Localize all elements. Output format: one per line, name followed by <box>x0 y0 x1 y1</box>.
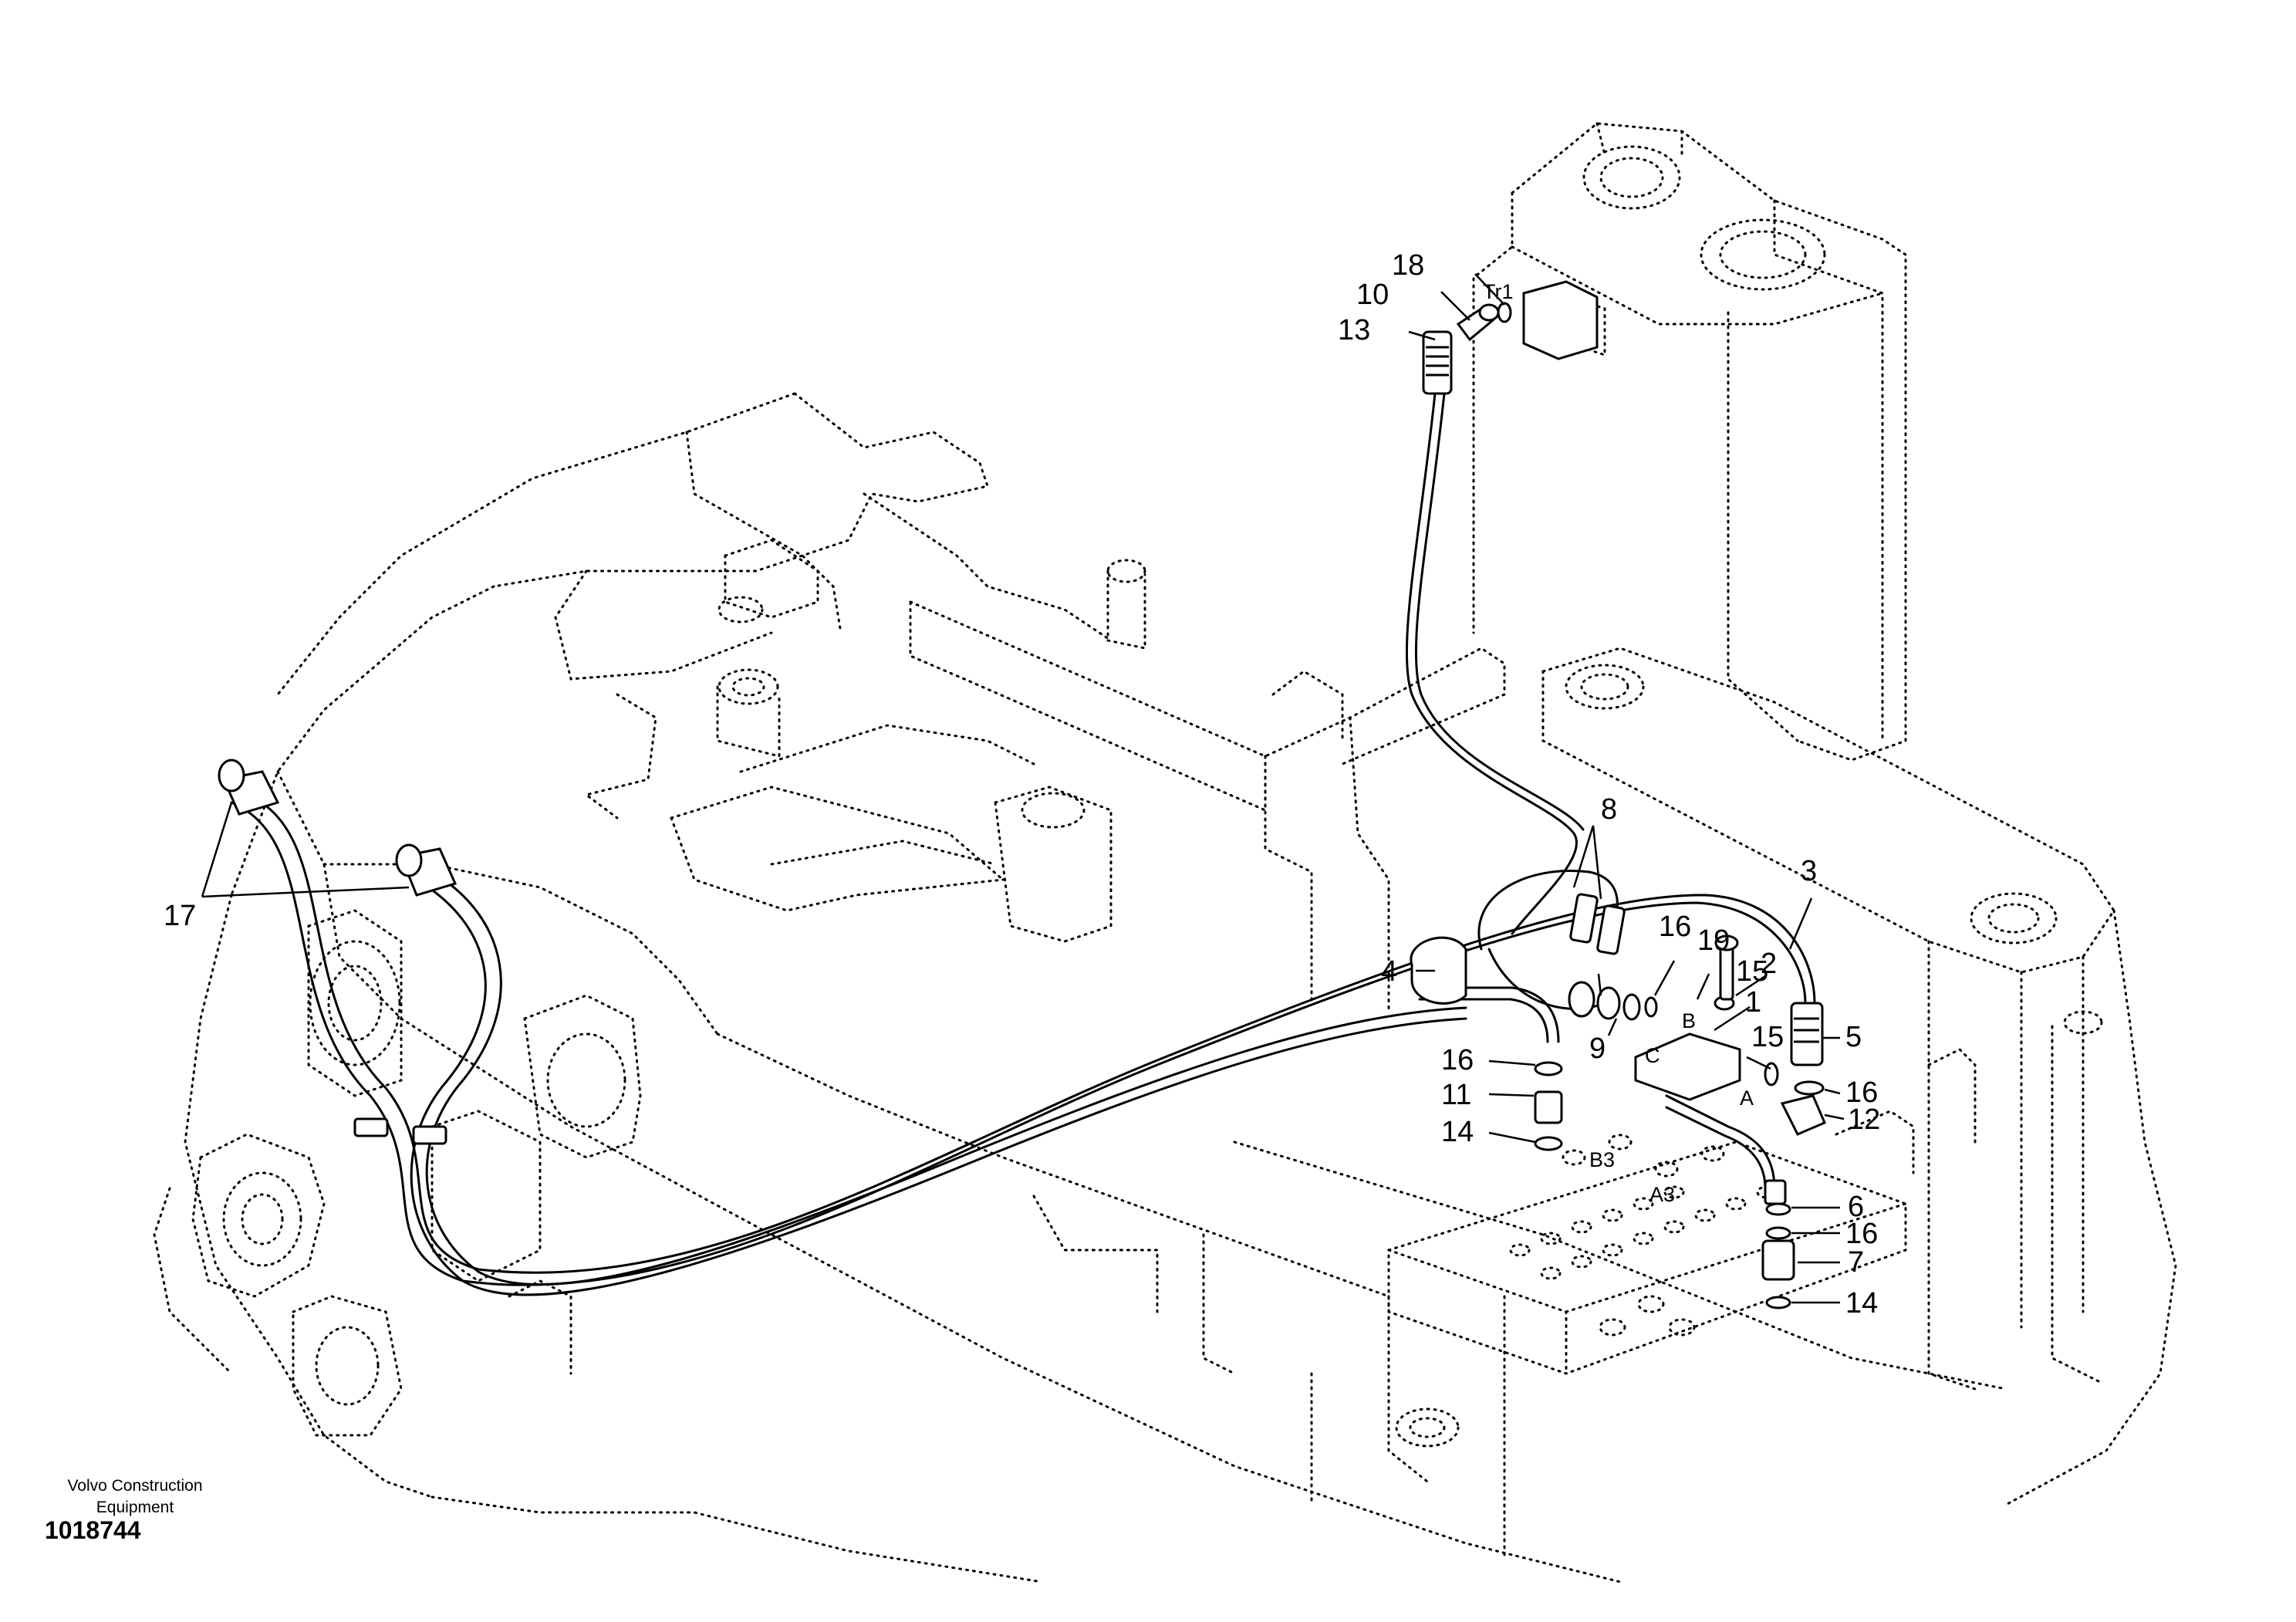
callout-15-right: 15 <box>1751 1021 1784 1053</box>
callout-6: 6 <box>1848 1191 1865 1223</box>
port-b3: B3 <box>1589 1148 1616 1171</box>
port-a3: A3 <box>1649 1183 1676 1206</box>
company-name: Volvo Construction Equipment <box>42 1475 228 1519</box>
drawing-number: 1018744 <box>45 1516 141 1544</box>
leader-lines <box>201 273 1845 1304</box>
callout-19: 19 <box>1697 924 1730 957</box>
machine-frame-outline <box>153 122 2177 1583</box>
callout-16-lower: 16 <box>1845 1218 1879 1250</box>
port-c: C <box>1645 1044 1660 1067</box>
callout-12: 12 <box>1848 1103 1881 1136</box>
port-b: B <box>1682 1009 1697 1032</box>
company-line-2: Equipment <box>96 1499 174 1517</box>
company-line-1: Volvo Construction <box>67 1477 203 1495</box>
callout-8: 8 <box>1601 793 1618 826</box>
hose-pilot-outer <box>1405 392 1578 935</box>
callout-18: 18 <box>1392 249 1425 282</box>
callout-15-top: 15 <box>1736 955 1769 988</box>
valve-bores <box>1509 1134 1778 1336</box>
fittings <box>218 280 1826 1309</box>
callout-1: 1 <box>1745 986 1762 1019</box>
callout-16-left: 16 <box>1441 1044 1474 1076</box>
hose-pilot-inner <box>1414 392 1585 831</box>
callout-14-left: 14 <box>1441 1116 1474 1148</box>
hose-lower-outer <box>410 878 1467 1296</box>
callout-5: 5 <box>1845 1021 1862 1053</box>
hoses <box>230 392 1816 1296</box>
callout-16-top: 16 <box>1659 911 1692 943</box>
callout-16-right: 16 <box>1845 1076 1879 1109</box>
callout-2: 2 <box>1761 948 1778 980</box>
callout-9: 9 <box>1589 1032 1606 1065</box>
callout-3: 3 <box>1801 855 1818 887</box>
callout-10: 10 <box>1356 279 1389 311</box>
port-a: A <box>1740 1086 1754 1110</box>
hose-long-inner <box>245 793 1816 1274</box>
callout-4: 4 <box>1381 955 1398 988</box>
callout-17: 17 <box>164 900 197 932</box>
port-tr1: Tr1 <box>1483 280 1514 303</box>
hose-long-outer <box>230 801 1807 1286</box>
callout-14-right: 14 <box>1845 1287 1879 1320</box>
callout-7: 7 <box>1848 1246 1865 1279</box>
hose-lower-inner <box>425 870 1467 1286</box>
callout-11: 11 <box>1441 1079 1472 1111</box>
callout-13: 13 <box>1338 314 1371 346</box>
